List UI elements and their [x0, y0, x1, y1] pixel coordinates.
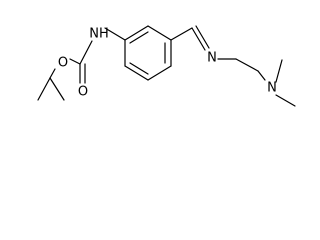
ch2-ch2-bond	[235, 58, 259, 72]
atom-labels: NH O O N N	[58, 27, 277, 100]
nh-carbonyl-bond	[79, 40, 93, 65]
carbonyl-ester-o-bond	[69, 58, 81, 65]
ring-inner-bond-1	[129, 31, 149, 44]
ring-bond-5	[124, 65, 149, 81]
ester-oxygen-label: O	[58, 56, 68, 71]
n-methyl-1	[275, 59, 283, 83]
isopropyl-methyl-2	[49, 77, 65, 101]
ring-bond-2	[147, 25, 172, 41]
ring-bond-4	[147, 65, 172, 81]
nh-ring-bond	[104, 27, 126, 41]
ring-inner-bond-3	[129, 62, 149, 75]
ester-o-ch-bond	[49, 68, 56, 79]
imine-double-bond-b	[195, 25, 210, 49]
ring-bond-1	[124, 25, 149, 41]
chemical-structure: NH O O N N	[37, 25, 296, 107]
n-methyl-2	[275, 94, 296, 107]
bonds	[37, 25, 296, 107]
imine-double-bond-a	[191, 27, 206, 51]
ch2-amine-n-bond	[257, 70, 266, 81]
ring-ch-bond	[170, 27, 193, 41]
amine-nitrogen-label: N	[267, 81, 277, 96]
nh-label: NH	[89, 27, 109, 42]
isopropyl-methyl-1	[37, 77, 51, 101]
carbonyl-oxygen-label: O	[78, 85, 88, 100]
imine-nitrogen-label: N	[207, 51, 217, 66]
